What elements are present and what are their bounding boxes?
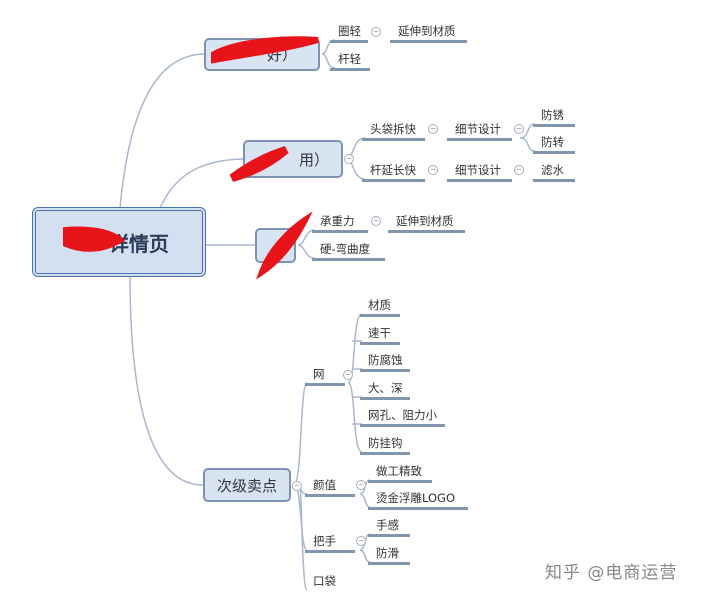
collapse-icon[interactable]: − (514, 165, 524, 175)
node[interactable]: 圈轻 (330, 24, 368, 43)
collapse-icon[interactable]: − (428, 124, 438, 134)
collapse-icon[interactable]: − (371, 27, 381, 37)
branch-label: 次级卖点 (216, 476, 277, 495)
node[interactable]: 防滑 (368, 546, 410, 565)
node[interactable]: 承重力 (312, 214, 368, 233)
node[interactable]: 大、深 (360, 381, 410, 400)
collapse-icon[interactable]: − (371, 216, 381, 226)
node[interactable]: 网孔、阻力小 (360, 408, 445, 427)
node[interactable]: 网 (305, 367, 345, 386)
node[interactable]: 杆延长快 (362, 163, 425, 182)
node[interactable]: 硬-弯曲度 (312, 242, 385, 261)
node[interactable]: 杆轻 (330, 52, 370, 71)
node[interactable]: 把手 (305, 534, 355, 553)
node[interactable]: 延伸到材质 (388, 214, 465, 233)
collapse-icon[interactable]: − (292, 481, 302, 491)
collapse-icon[interactable]: − (514, 124, 524, 134)
node[interactable]: 滤水 (533, 163, 575, 182)
watermark: 知乎 @电商运营 (545, 563, 678, 583)
branch-node-4[interactable]: 次级卖点 (203, 468, 291, 502)
collapse-icon[interactable]: − (428, 165, 438, 175)
node[interactable]: 防挂钩 (360, 436, 410, 455)
node[interactable]: 防转 (533, 135, 575, 154)
node[interactable]: 烫金浮雕LOGO (368, 491, 468, 510)
branch-label: 用） (298, 150, 329, 169)
node[interactable]: 手感 (368, 518, 410, 537)
collapse-icon[interactable]: − (344, 154, 354, 164)
node[interactable]: 口袋 (313, 574, 336, 588)
node[interactable]: 细节设计 (447, 122, 512, 141)
collapse-icon[interactable]: − (343, 370, 353, 380)
collapse-icon[interactable]: − (356, 480, 366, 490)
node[interactable]: 头袋拆快 (362, 122, 425, 141)
node[interactable]: 颜值 (305, 478, 355, 497)
node[interactable]: 延伸到材质 (390, 24, 467, 43)
node[interactable]: 防腐蚀 (360, 353, 410, 372)
node[interactable]: 做工精致 (368, 464, 432, 483)
node[interactable]: 防锈 (533, 108, 575, 127)
node[interactable]: 速干 (360, 326, 400, 345)
collapse-icon[interactable]: − (356, 536, 366, 546)
node[interactable]: 材质 (360, 298, 400, 317)
node[interactable]: 细节设计 (447, 163, 512, 182)
